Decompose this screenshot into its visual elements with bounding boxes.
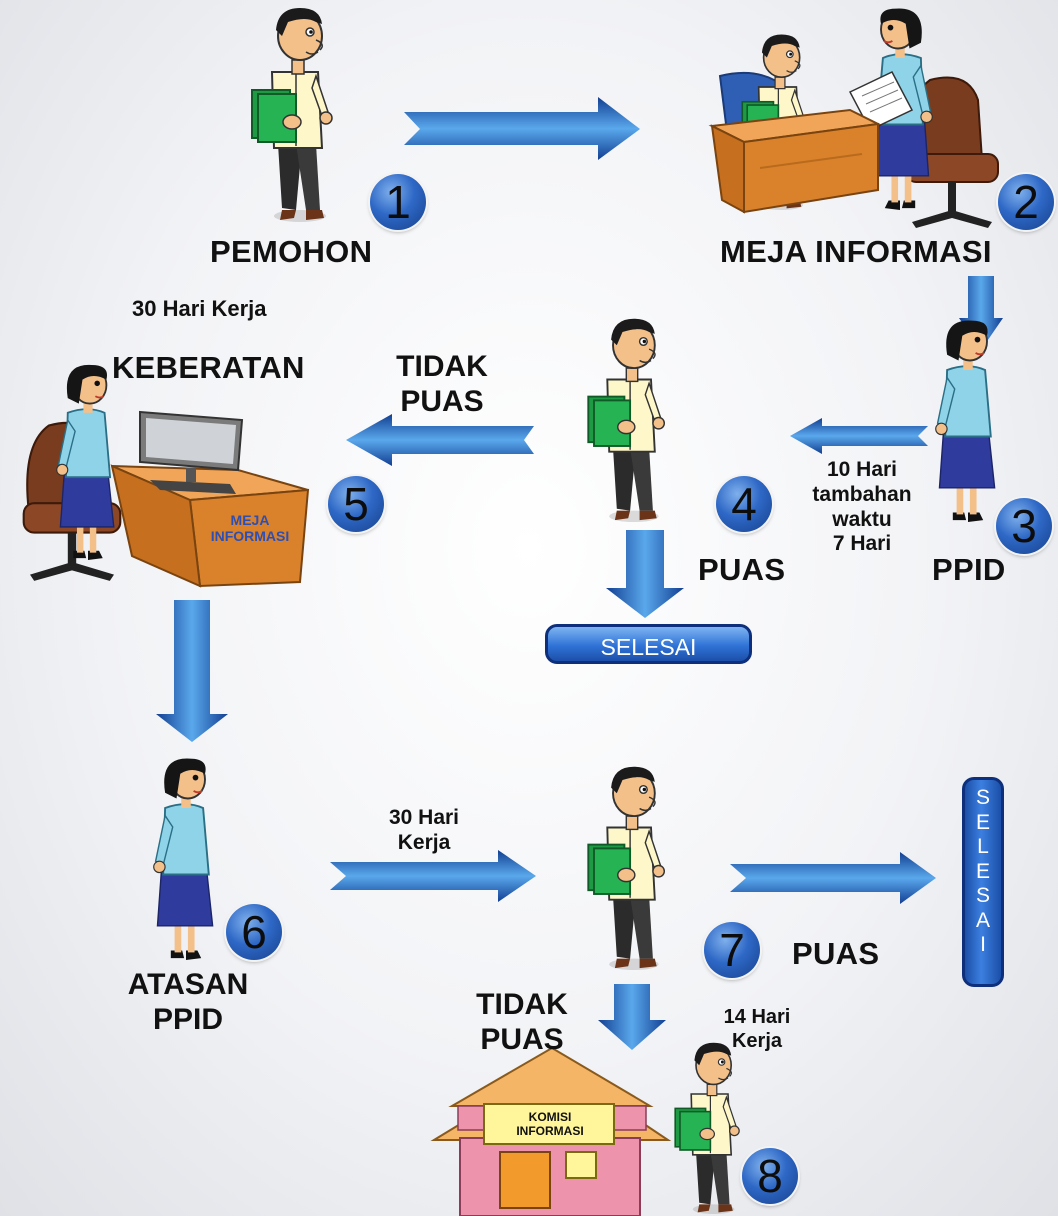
arrow-tidak-puas-to-keberatan [346, 414, 534, 466]
selesai-letter: I [980, 933, 986, 956]
selesai-button: SELESAI [545, 624, 752, 664]
keberatan-desk-figure [22, 363, 310, 588]
label-tidak-puas-top: TIDAK PUAS [392, 350, 492, 419]
selesai-letter: S [975, 786, 990, 809]
label-atasan-ppid-2: PPID [152, 1002, 224, 1036]
label-puas-bottom: PUAS [480, 1022, 564, 1056]
arrow-atasan-to-pemohon [330, 850, 536, 902]
pemohon-figure [251, 7, 333, 223]
label-atasan-ppid: ATASAN PPID [118, 968, 258, 1037]
label-14-hari-kerja: 14 Hari Kerja [712, 1006, 802, 1053]
arrow-puas-to-selesai-vertical [730, 852, 936, 904]
pemohon-step7-figure [587, 765, 666, 971]
komisi-sign: KOMISI INFORMASI [492, 1110, 608, 1138]
selesai-letter: S [975, 884, 990, 907]
step-badge-2: 2 [998, 174, 1054, 230]
label-tidak-bottom: TIDAK [476, 988, 568, 1021]
label-kerja: Kerja [397, 830, 451, 854]
selesai-letter: L [977, 835, 989, 858]
selesai-letter: E [975, 859, 990, 883]
pemohon-puas-figure [587, 317, 666, 523]
label-tambahan-2: tambahan [812, 482, 912, 506]
arrow-tidak-puas-to-komisi [598, 984, 666, 1050]
label-pemohon: PEMOHON [210, 234, 373, 269]
label-keberatan: KEBERATAN [112, 350, 305, 385]
selesai-letter: E [975, 810, 990, 834]
ppid-figure [934, 319, 996, 523]
arrow-pemohon-to-meja [404, 97, 640, 160]
label-tambahan-3: waktu [832, 507, 892, 531]
label-tidak-puas-bottom: TIDAK PUAS [470, 988, 574, 1057]
label-meja-informasi: MEJA INFORMASI [720, 234, 992, 269]
label-puas-top: PUAS [400, 384, 484, 418]
pemohon-step8-figure [674, 1042, 741, 1215]
step-badge-4: 4 [716, 476, 772, 532]
step-badge-5: 5 [328, 476, 384, 532]
label-30-hari-kerja-bottom: 30 Hari Kerja [376, 806, 472, 856]
label-14-kerja: Kerja [731, 1029, 783, 1052]
step-badge-6: 6 [226, 904, 282, 960]
step-badge-3: 3 [996, 498, 1052, 554]
komisi-sign-line-1: KOMISI [528, 1110, 572, 1124]
label-14-hari: 14 Hari [723, 1006, 791, 1028]
label-puas-step7: PUAS [792, 936, 880, 971]
step-badge-7: 7 [704, 922, 760, 978]
selesai-letter: A [975, 908, 990, 932]
label-tambahan-waktu: 10 Hari tambahan waktu 7 Hari [806, 458, 918, 557]
label-atasan: ATASAN [127, 968, 249, 1001]
desk-sign-line-1: MEJA [230, 512, 270, 528]
komisi-informasi-building [430, 1046, 672, 1216]
arrow-keberatan-to-atasan [156, 600, 228, 742]
desk-sign-line-2: INFORMASI [210, 528, 290, 544]
desk-sign: MEJA INFORMASI [204, 512, 296, 544]
atasan-ppid-figure [152, 757, 214, 961]
label-tambahan-1: 10 Hari [826, 458, 898, 481]
komisi-sign-line-2: INFORMASI [516, 1124, 584, 1138]
label-puas-step4: PUAS [698, 552, 786, 587]
label-ppid: PPID [932, 552, 1006, 587]
step-badge-8: 8 [742, 1148, 798, 1204]
arrow-ppid-to-pemohon [790, 418, 928, 454]
label-30-hari: 30 Hari [388, 806, 460, 829]
meja-informasi-figure [708, 7, 999, 229]
label-30-hari-kerja-top: 30 Hari Kerja [132, 296, 267, 321]
label-tambahan-4: 7 Hari [832, 532, 892, 556]
arrow-puas-to-selesai [606, 530, 684, 618]
step-badge-1: 1 [370, 174, 426, 230]
label-tidak-top: TIDAK [396, 350, 488, 383]
selesai-vertical-button: S E L E S A I [962, 777, 1004, 987]
